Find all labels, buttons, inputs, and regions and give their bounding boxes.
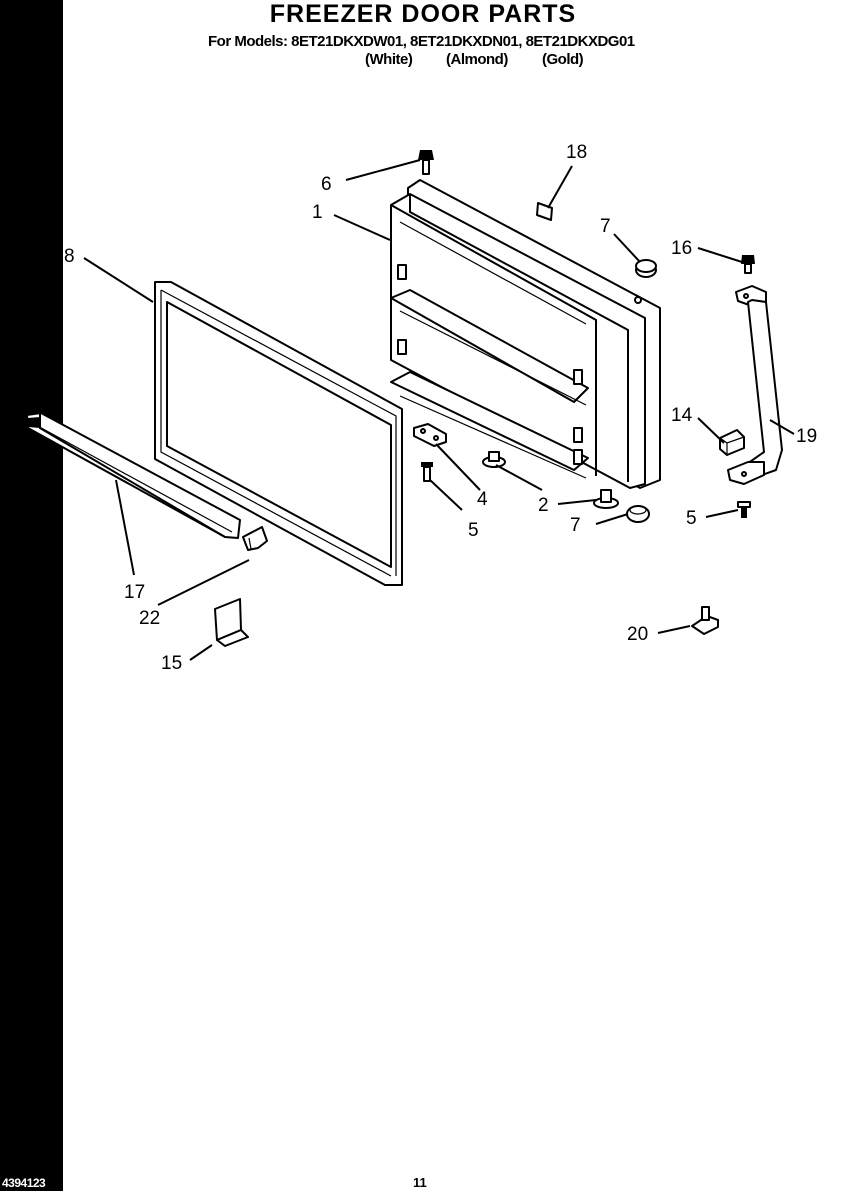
washer-plate <box>413 423 447 447</box>
callout-6: 6 <box>321 174 332 195</box>
callout-16: 16 <box>671 238 692 259</box>
callout-7-top: 7 <box>600 216 611 237</box>
variant-white: (White) <box>365 51 413 68</box>
screw-16 <box>741 255 755 274</box>
callout-20: 20 <box>627 624 648 645</box>
variant-gold: (Gold) <box>542 51 584 68</box>
callout-18: 18 <box>566 142 587 163</box>
callout-17: 17 <box>124 582 145 603</box>
callout-5-left: 5 <box>468 520 479 541</box>
cap-2b <box>593 489 619 509</box>
callout-8: 8 <box>64 246 75 267</box>
callout-15: 15 <box>161 653 182 674</box>
hinge <box>727 285 783 485</box>
screw-left <box>421 462 433 482</box>
door-liner <box>390 179 661 489</box>
callout-4: 4 <box>477 489 488 510</box>
bracket <box>214 598 249 647</box>
callout-labels: 6 1 8 18 7 16 14 19 4 5 2 7 5 17 22 15 2… <box>64 142 817 674</box>
shelf-bar <box>26 412 241 539</box>
door-gasket <box>154 281 403 586</box>
callout-14: 14 <box>671 405 693 426</box>
plug-top <box>635 259 657 278</box>
screw-right <box>737 501 751 518</box>
callout-7-bottom: 7 <box>570 515 581 536</box>
binding-strip <box>0 0 63 1191</box>
hinge-block <box>719 429 745 456</box>
callout-2: 2 <box>538 495 549 516</box>
plug-bottom <box>626 505 650 523</box>
variant-almond: (Almond) <box>446 51 508 68</box>
callout-5-right: 5 <box>686 508 697 529</box>
callout-22: 22 <box>139 608 160 629</box>
screw-top <box>418 150 434 175</box>
callout-1: 1 <box>312 202 323 223</box>
end-cap <box>242 526 268 551</box>
clip <box>691 606 719 635</box>
cap-2a <box>482 451 506 468</box>
page-title: FREEZER DOOR PARTS <box>269 0 577 28</box>
page-number: 11 <box>413 1175 427 1190</box>
document-number: 4394123 <box>2 1176 46 1190</box>
models-line: For Models: 8ET21DKXDW01, 8ET21DKXDN01, … <box>208 33 635 50</box>
callout-19: 19 <box>796 426 817 447</box>
leader-lines <box>83 159 795 661</box>
